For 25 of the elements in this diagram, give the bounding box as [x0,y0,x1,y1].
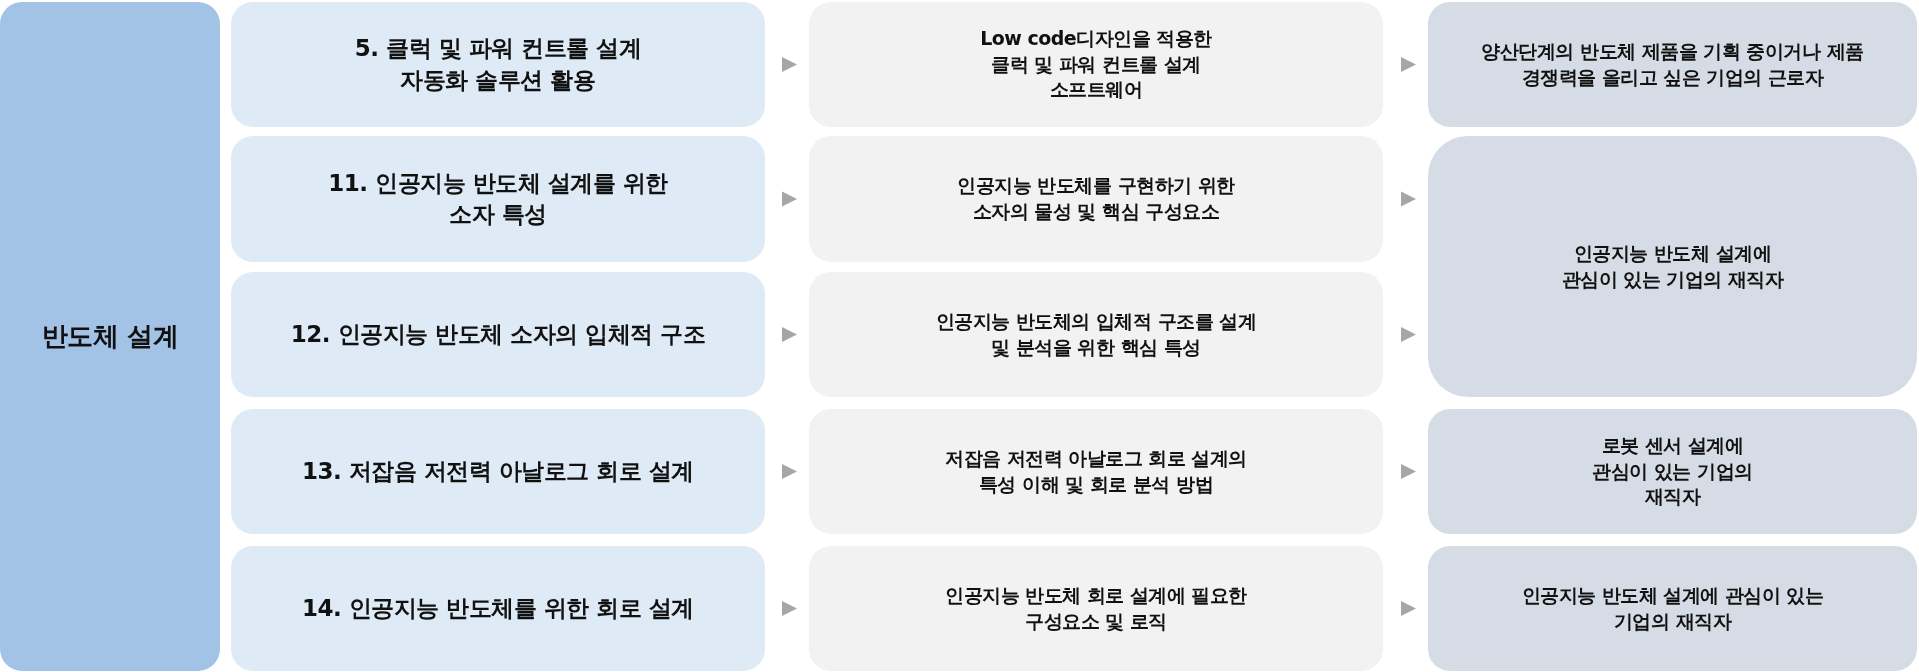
box-text: 12. 인공지능 반도체 소자의 입체적 구조 [290,319,706,349]
box-text: 14. 인공지능 반도체를 위한 회로 설계 [302,593,694,623]
info-box [1428,2,1917,127]
info-box [231,272,765,397]
box-text: 인공지능 반도체를 구현하기 위한 소자의 물성 및 핵심 구성요소 [956,173,1236,224]
box-text: 양산단계의 반도체 제품을 기획 중이거나 제품 경쟁력을 올리고 싶은 기업의 근로자 [1480,38,1865,90]
info-box [231,136,765,262]
box-text: 저잡음 저전력 아날로그 회로 설계의 특성 이해 및 회로 분석 방법 [944,445,1248,497]
info-box [231,409,765,534]
info-box [231,2,765,127]
info-box [231,546,765,671]
box-text: 로봇 센서 설계에 관심이 있는 기업의 재직자 [1591,433,1754,510]
box-text: 인공지능 반도체 설계에 관심이 있는 기업의 재직자 [1560,240,1785,292]
info-box [1428,409,1917,534]
info-box [1428,136,1917,397]
box-text: 13. 저잡음 저전력 아날로그 회로 설계 [302,456,694,486]
box-text: 반도체 설계 [41,319,179,353]
box-text: Low code디자인을 적용한 클럭 및 파워 컨트롤 설계 소프트웨어 [979,26,1213,103]
info-box [1428,546,1917,671]
box-text: 11. 인공지능 반도체 설계를 위한 소자 특성 [327,168,669,229]
box-text: 인공지능 반도체 설계에 관심이 있는 기업의 재직자 [1520,582,1825,634]
category-band [0,2,220,671]
box-text: 인공지능 반도체의 입체적 구조를 설계 및 분석을 위한 핵심 특성 [934,308,1258,360]
box-text: 5. 클럭 및 파워 컨트롤 설계 자동화 솔루션 활용 [353,34,643,95]
box-text: 인공지능 반도체 회로 설계에 필요한 구성요소 및 로직 [944,582,1248,634]
